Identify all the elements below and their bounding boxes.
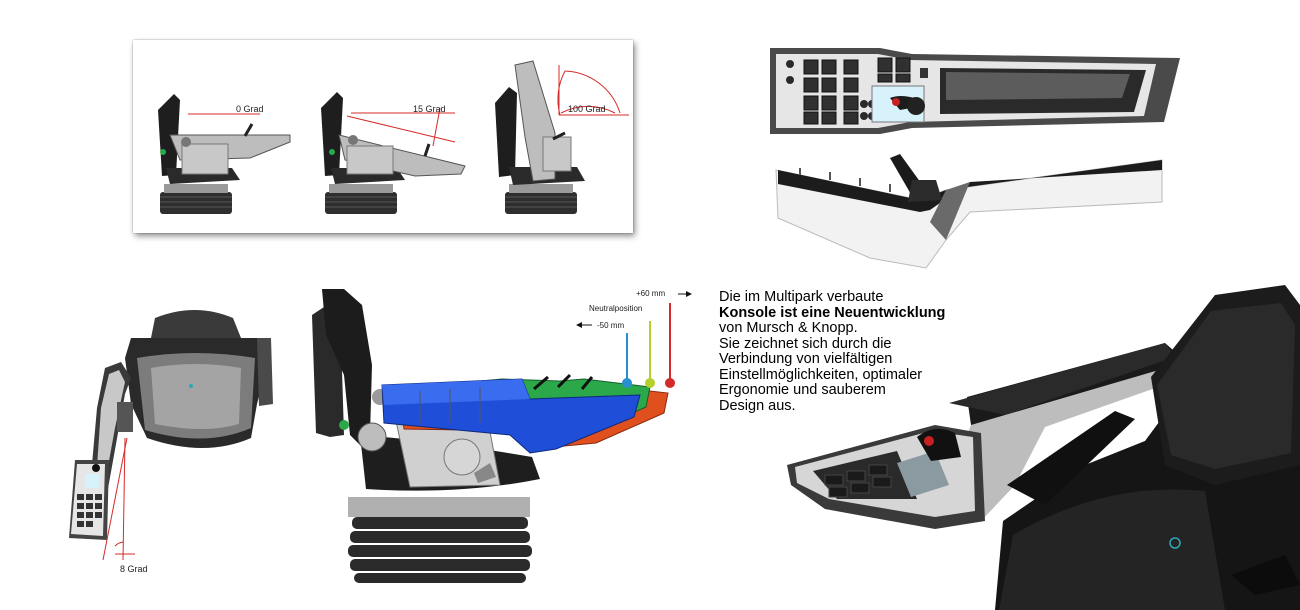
angle-8-label: 8 Grad xyxy=(120,564,148,574)
seat-angle-15-illustration xyxy=(321,92,466,214)
console-side-view xyxy=(775,154,1163,269)
seat-angle-100-illustration xyxy=(495,60,629,214)
description-line-5: Verbindung von vielfältigen xyxy=(719,351,893,367)
description-line-4: Sie zeichnet sich durch die xyxy=(719,335,892,352)
angle-15-label: 15 Grad xyxy=(413,104,446,114)
plus-60-label: +60 mm xyxy=(636,289,666,298)
angle-100-label: 100 Grad xyxy=(568,104,606,114)
seat-side-view-positions xyxy=(312,289,692,583)
description-text: Die im Multipark verbaute Konsole ist ei… xyxy=(719,289,999,414)
seat-top-view xyxy=(69,310,273,561)
description-line-3: von Mursch & Knopp. xyxy=(719,320,858,336)
minus-50-label: -50 mm xyxy=(597,321,625,330)
description-bold-line: Konsole ist eine Neuentwicklung xyxy=(719,304,946,321)
description-line-8: Design aus. xyxy=(719,397,796,414)
description-line-6: Einstellmöglichkeiten, optimaler xyxy=(719,366,923,383)
description-line-1: Die im Multipark verbaute xyxy=(719,289,884,305)
neutral-position-label: Neutralposition xyxy=(589,304,643,313)
angle-0-label: 0 Grad xyxy=(236,104,264,114)
seat-perspective-view xyxy=(787,285,1300,610)
description-line-7: Ergonomie und sauberem xyxy=(719,382,886,398)
seat-angle-0-illustration xyxy=(158,94,291,214)
console-top-view xyxy=(770,48,1180,134)
